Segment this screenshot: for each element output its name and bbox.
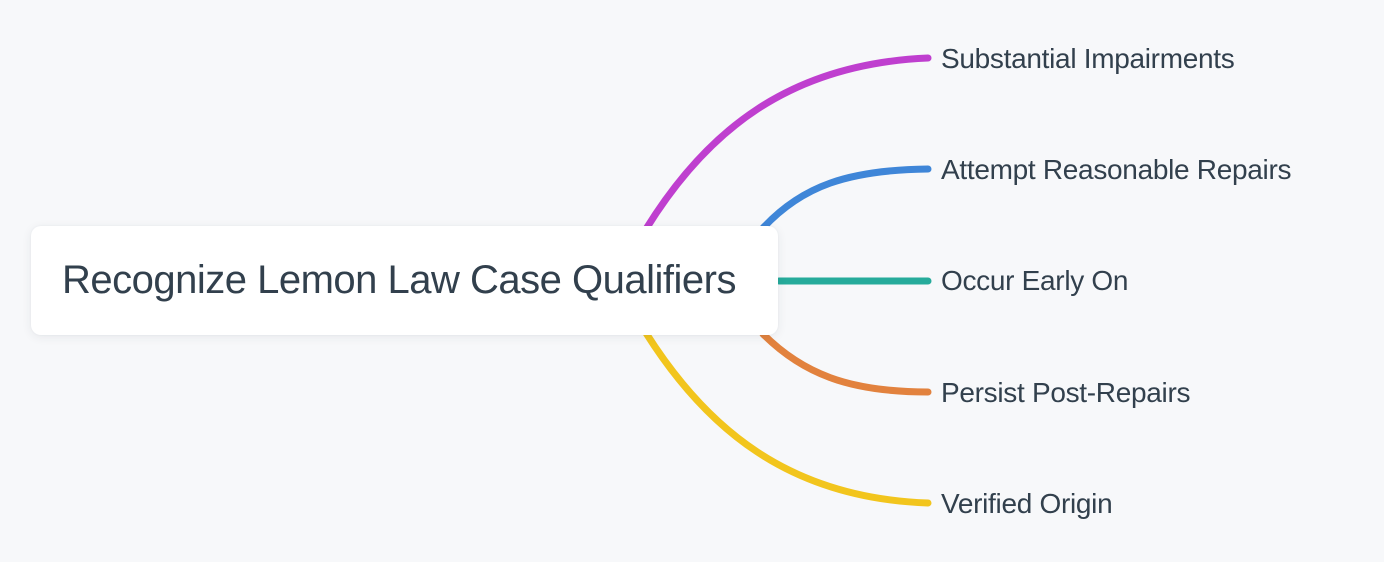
branch-curve-verified-origin <box>642 329 932 507</box>
branch-label-substantial-impairments: Substantial Impairments <box>941 43 1235 74</box>
branch-curve-substantial-impairments <box>642 54 932 233</box>
branch-curve-persist-post-repairs <box>759 330 932 396</box>
branch-label-verified-origin: Verified Origin <box>941 488 1113 519</box>
mindmap-root-node: Recognize Lemon Law Case Qualifiers <box>31 226 778 335</box>
branch-label-occur-early-on: Occur Early On <box>941 265 1129 296</box>
branch-label-attempt-reasonable-repairs: Attempt Reasonable Repairs <box>941 154 1292 185</box>
branch-label-persist-post-repairs: Persist Post-Repairs <box>941 377 1191 408</box>
branch-curve-attempt-reasonable-repairs <box>759 165 932 232</box>
mindmap-root-label: Recognize Lemon Law Case Qualifiers <box>62 258 736 302</box>
